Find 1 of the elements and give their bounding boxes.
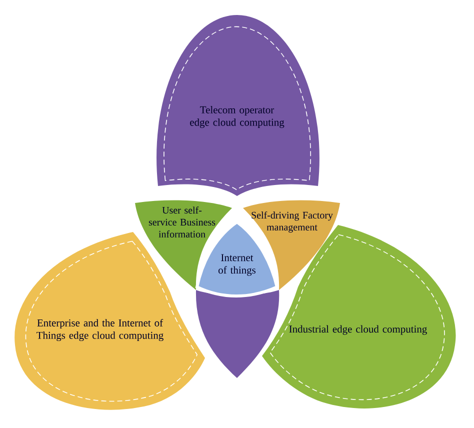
leaf-shape	[196, 290, 280, 378]
